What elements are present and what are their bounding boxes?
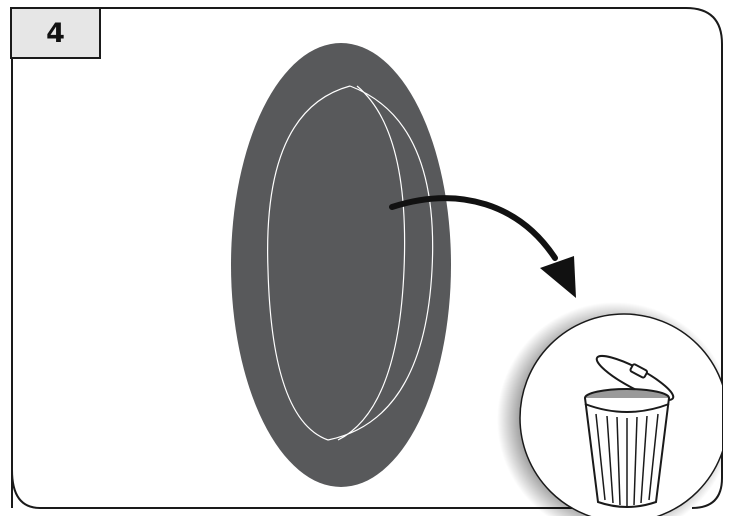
step-badge-box (10, 7, 101, 59)
trash-bin-icon (497, 302, 722, 516)
step-number: 4 (46, 17, 65, 49)
curved-arrow (389, 195, 576, 298)
filter-disc (231, 43, 451, 487)
panel-frame (11, 7, 723, 509)
